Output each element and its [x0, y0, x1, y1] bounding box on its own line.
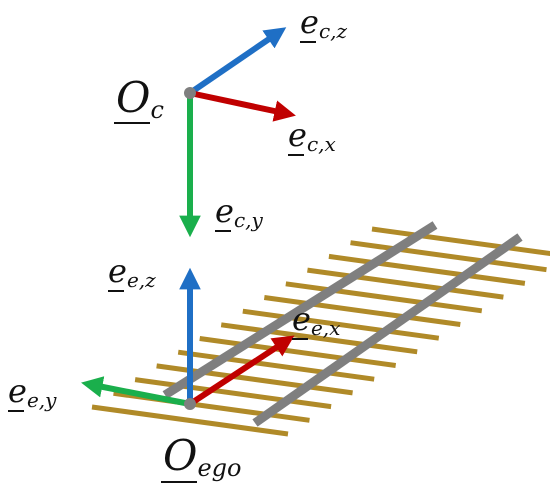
camera-y-axis-label: ec,y [215, 192, 263, 232]
camera-x-axis-arrow [189, 90, 296, 122]
ego-origin-dot [184, 398, 196, 410]
track-sleeper [263, 295, 461, 327]
camera-x-axis-label: ec,x [288, 116, 336, 156]
rail-left [162, 221, 438, 399]
track-sleeper [285, 281, 483, 314]
ego-y-axis-label: ee,y [8, 372, 57, 412]
ego-y-axis-arrow [81, 376, 191, 407]
ego-x-axis-arrow [188, 335, 295, 407]
track-sleeper [371, 226, 550, 257]
camera-frame: Oc ec,z ec,x ec,y [114, 3, 347, 238]
track-sleeper [199, 336, 397, 368]
railway-track [91, 221, 550, 437]
ego-x-axis-label: ee,x [292, 300, 340, 340]
track-sleeper [350, 240, 547, 273]
ego-z-axis-label: ee,z [108, 252, 156, 292]
track-sleeper [177, 349, 375, 382]
camera-z-axis-label: ec,z [300, 3, 347, 43]
ego-origin-label: Oego [163, 431, 241, 482]
camera-z-axis-arrow [188, 27, 287, 96]
track-sleeper [328, 253, 526, 286]
camera-origin-label: Oc [116, 73, 164, 124]
track-sleeper [307, 267, 504, 300]
track-sleepers [91, 226, 550, 437]
track-sleeper [91, 404, 289, 437]
camera-origin-dot [184, 87, 196, 99]
track-sleeper [134, 377, 332, 410]
track-sleeper [242, 308, 440, 341]
ego-frame: Oego ee,z ee,x ee,y [8, 252, 340, 483]
track-sleeper [220, 322, 418, 355]
rail-right [252, 233, 523, 427]
